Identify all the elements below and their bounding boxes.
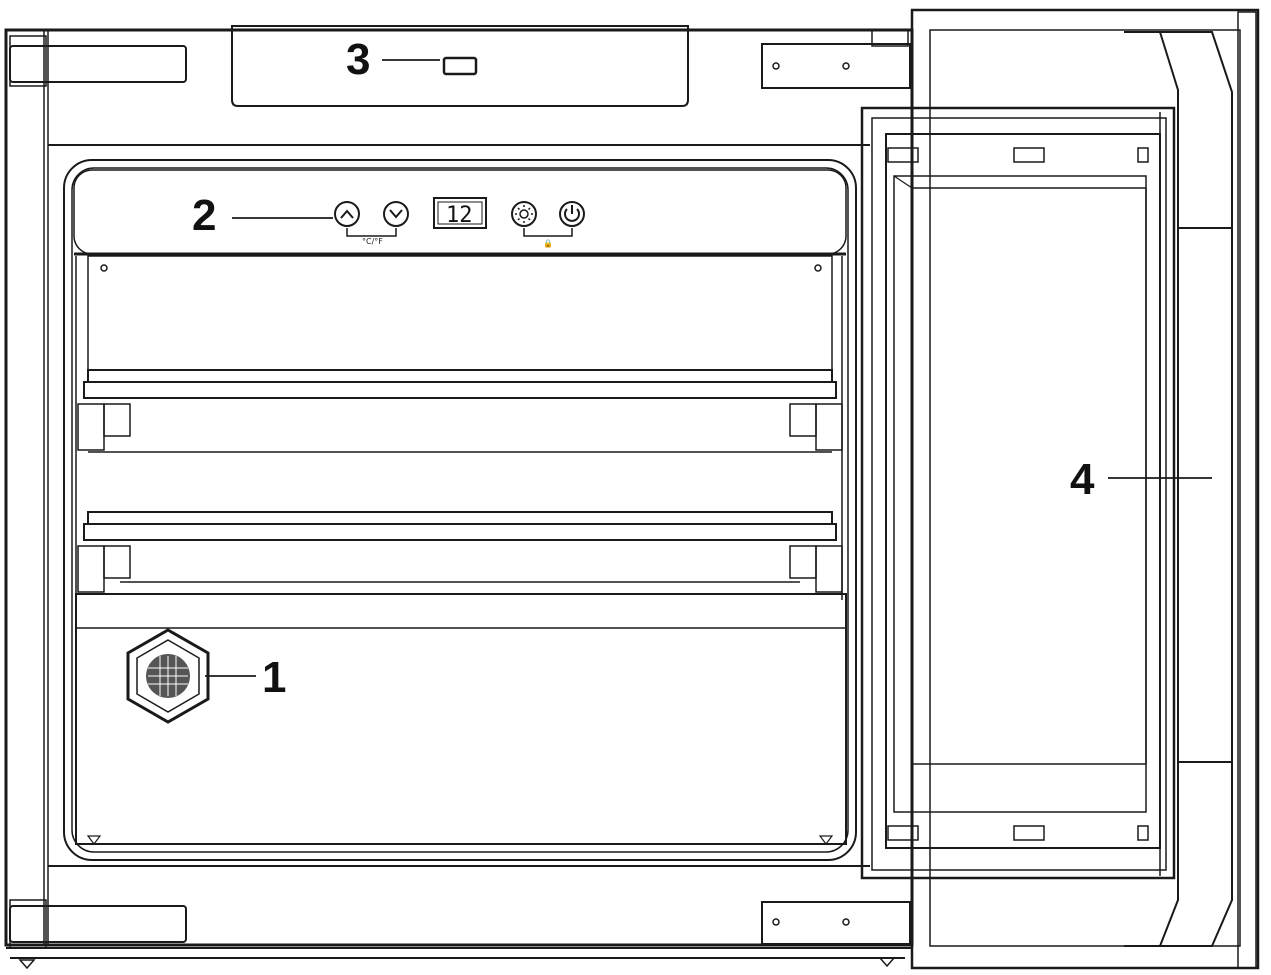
control-panel [73, 169, 847, 256]
hinge-top-right [761, 29, 911, 89]
top-trim-panel [231, 25, 689, 107]
leader-lines [205, 59, 1212, 677]
fan-grille [126, 628, 210, 724]
hinge-bottom-right [761, 901, 911, 945]
temp-down-button[interactable] [383, 201, 409, 227]
door [860, 8, 1260, 970]
power-button[interactable] [559, 201, 585, 227]
light-button[interactable] [511, 201, 537, 227]
hinge-top-left [9, 35, 187, 87]
callout-label-4: 4 [1070, 455, 1095, 504]
display-value: 12 [446, 203, 473, 228]
callout-label-2: 2 [192, 191, 216, 240]
back-panel [75, 255, 843, 600]
door-switch [442, 56, 478, 76]
shelf-2 [77, 511, 843, 593]
shelf-1 [77, 369, 843, 453]
temp-unit-hint: °C/°F [362, 237, 383, 246]
lock-hint: 🔒 [543, 239, 553, 248]
temperature-display [433, 197, 487, 229]
lower-compartment [75, 593, 847, 845]
callout-label-3: 3 [346, 35, 370, 84]
interior-frame [63, 159, 857, 861]
temp-up-button[interactable] [334, 201, 360, 227]
hinge-bottom-left [9, 899, 187, 949]
callout-label-1: 1 [262, 653, 286, 702]
